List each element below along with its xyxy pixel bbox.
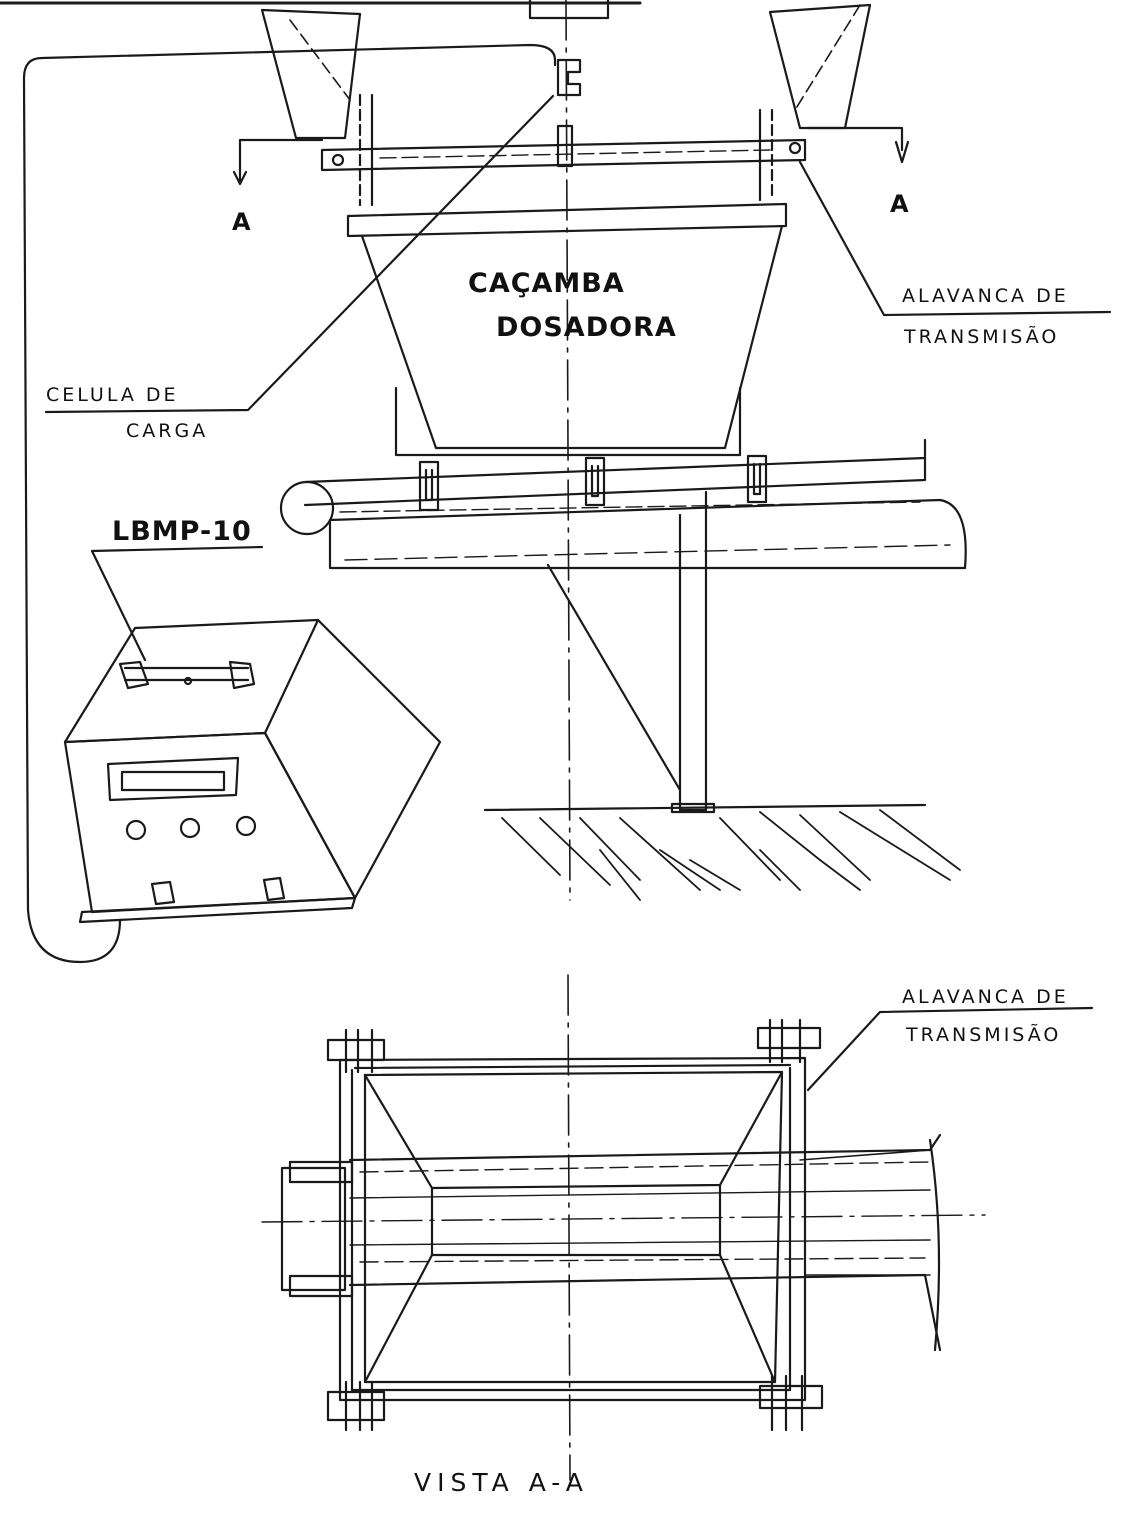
knob-icon [179,817,201,839]
load-cell-label-line1: CELULA DE [46,384,179,406]
load-cell-label-line2: CARGA [126,420,209,442]
roller-supports [418,454,768,512]
dosing-bucket [346,202,788,238]
ground-line [483,803,927,812]
section-arrow-right [806,126,910,164]
handle-left-icon [118,660,150,690]
support-column [678,490,708,812]
bolt-clamps [326,1018,824,1432]
lbmp-controller [63,618,442,924]
view-title: VISTA A-A [414,1468,589,1497]
switch-icon [262,876,286,902]
ground-hatch [501,809,961,901]
section-mark-left: A [232,208,253,236]
handle-right-icon [228,660,256,690]
lever-label-bottom-line1: ALAVANCA DE [902,986,1069,1008]
transmission-lever [320,138,807,172]
controller-model-label: LBMP-10 [112,516,252,547]
knob-icon [125,819,147,841]
bucket-label-line2: DOSADORA [496,312,677,343]
elevation-view [0,0,1112,964]
section-mark-right: A [890,190,911,218]
bucket-label-line1: CAÇAMBA [468,268,625,299]
load-cell-leader [44,94,555,414]
right-hopper [768,3,872,130]
switch-icon [150,880,176,906]
section-frame [338,1056,807,1402]
section-view-aa [261,974,1094,1481]
section-arrow-left [232,138,324,186]
lever-label-bottom-line2: TRANSMISÃO [906,1024,1062,1046]
lever-label-top-line1: ALAVANCA DE [902,285,1069,307]
knob-icon [235,815,257,837]
left-hopper [260,8,362,140]
hook-icon [528,0,610,20]
drive-pulley [280,1166,347,1292]
conveyor [303,456,927,484]
signal-cable [22,43,557,964]
lever-label-top-line2: TRANSMISÃO [904,326,1060,348]
conveyor-pulley [279,480,335,536]
display-icon [106,756,240,802]
centerline [565,0,571,901]
